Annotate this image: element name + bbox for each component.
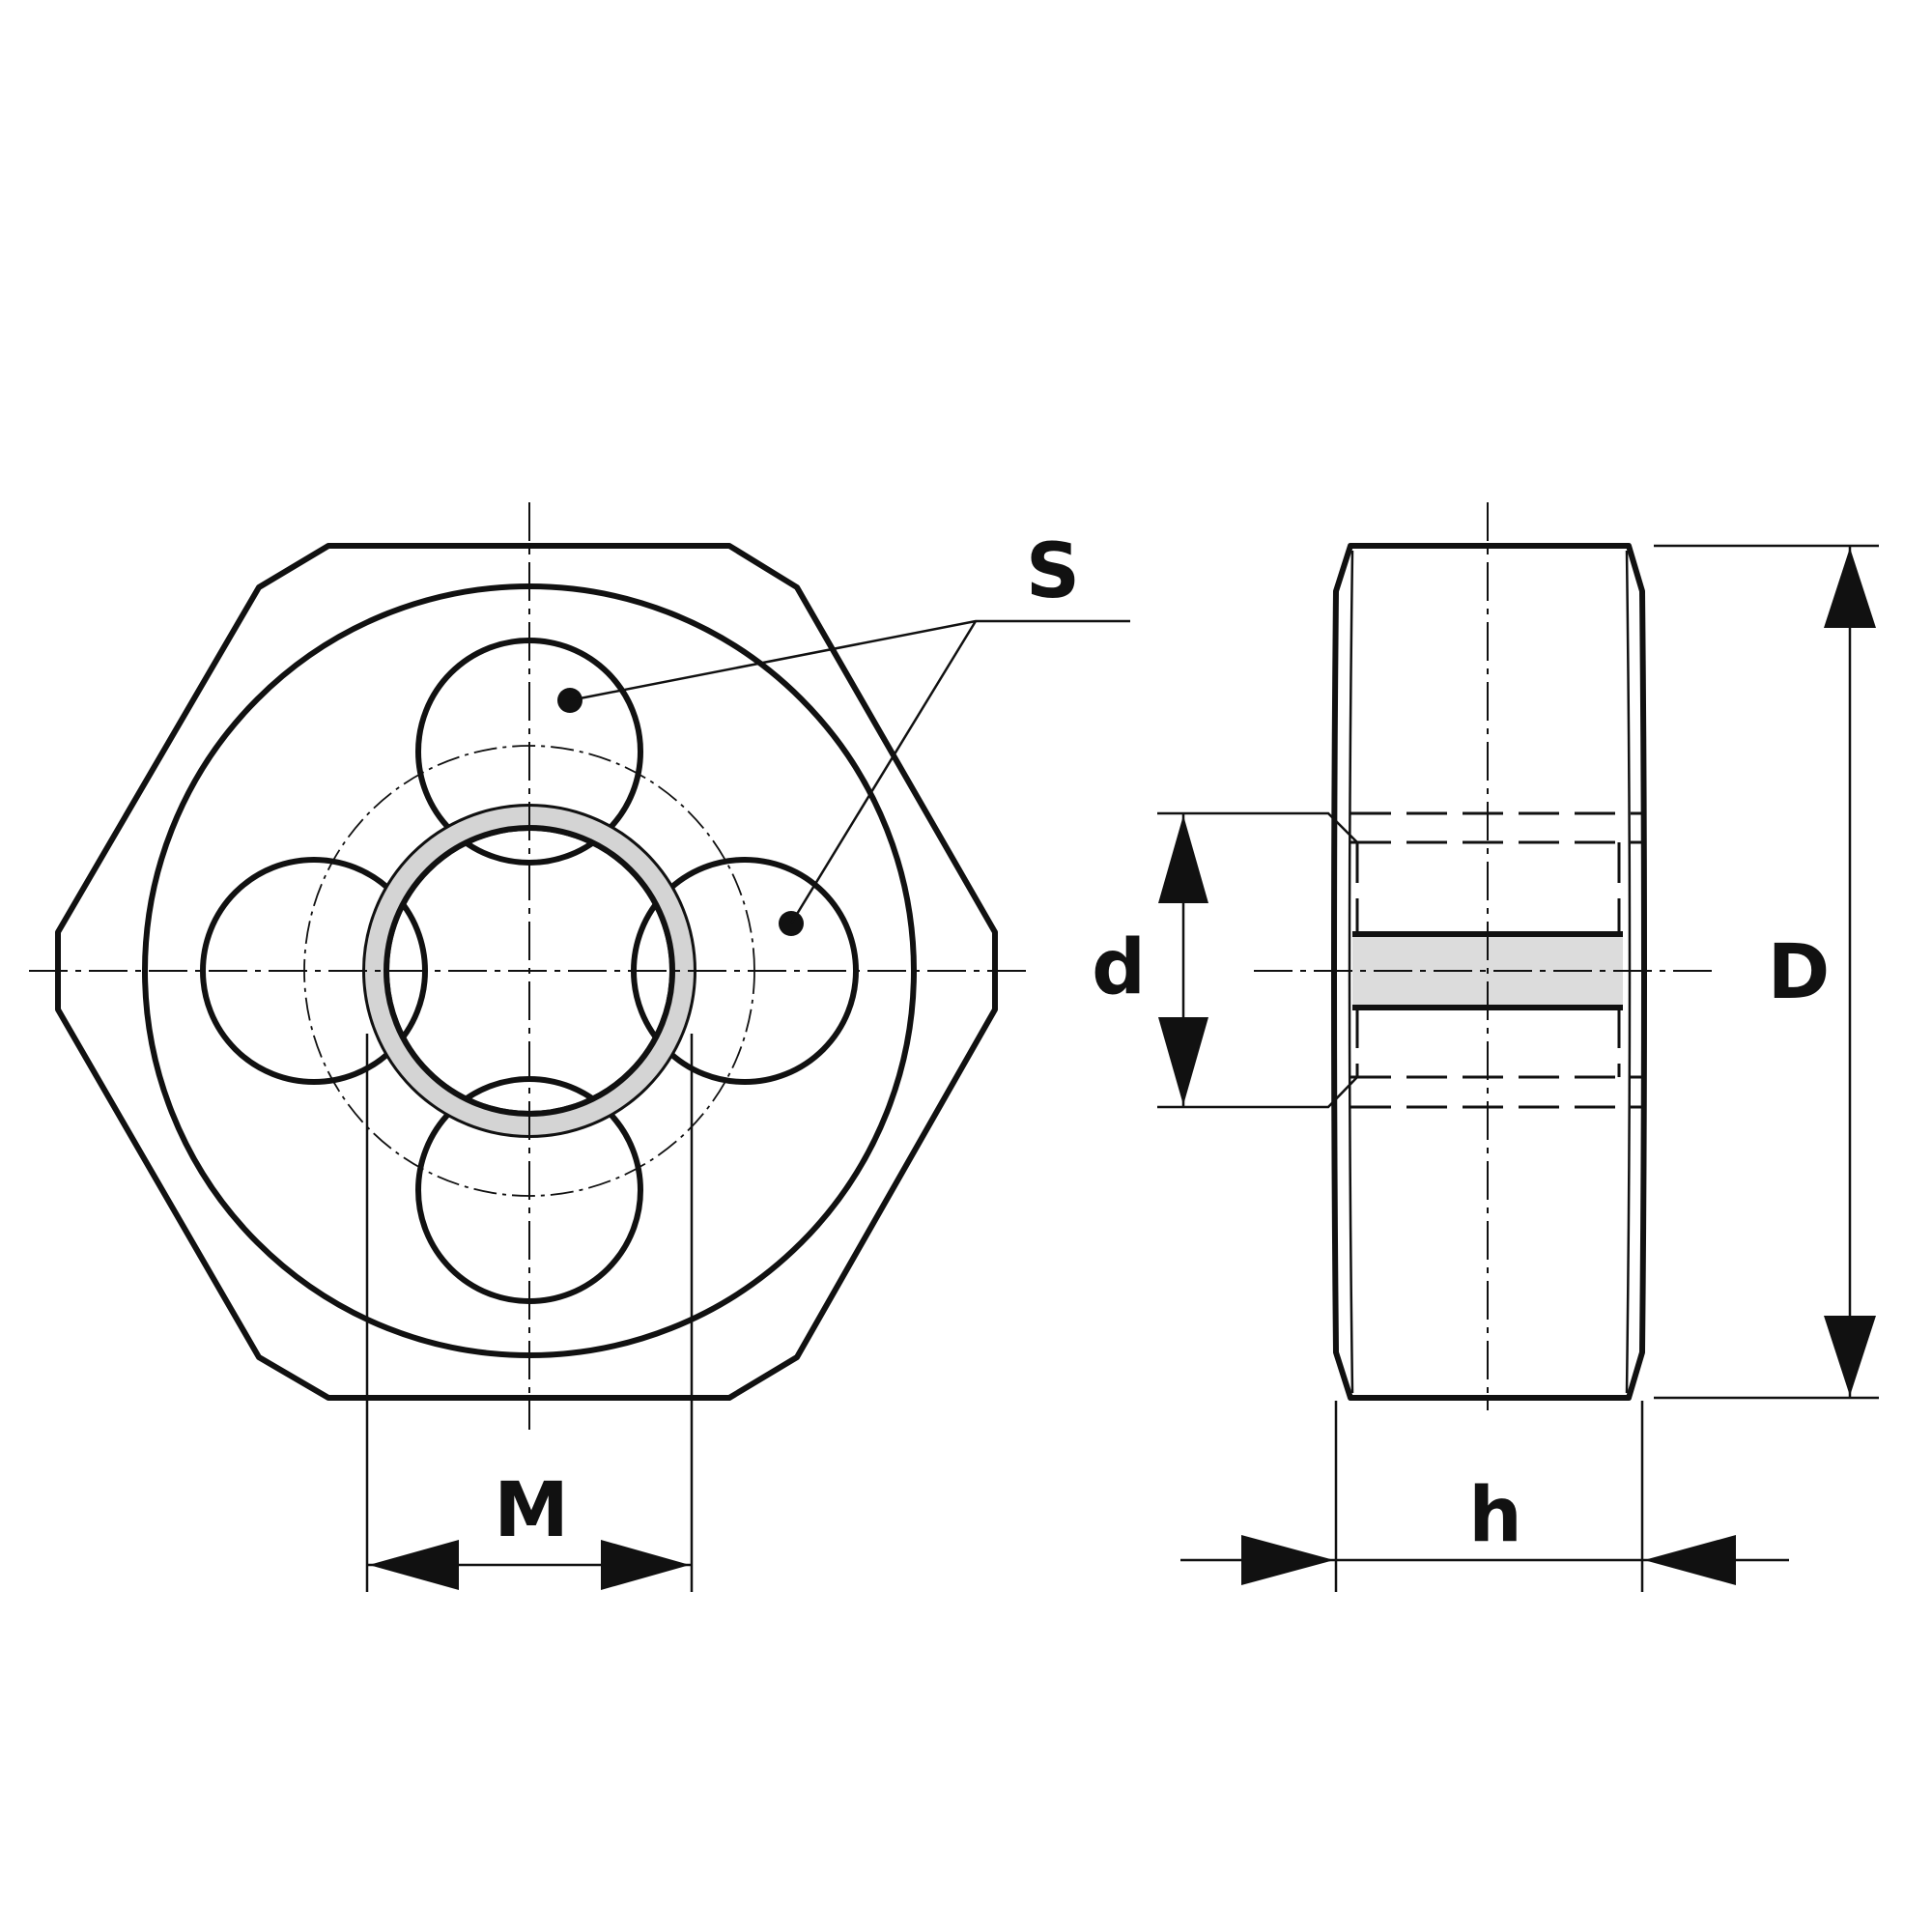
m-arrow-left xyxy=(369,1540,459,1590)
d-arrow-bottom xyxy=(1158,1017,1208,1105)
label-d-small: d xyxy=(1092,924,1146,1011)
hexagon-body xyxy=(55,543,998,1401)
side-view xyxy=(1157,502,1879,1592)
label-s: S xyxy=(1026,528,1080,615)
h-arrow-right xyxy=(1644,1535,1736,1585)
label-m: M xyxy=(494,1467,569,1554)
front-view xyxy=(29,502,1130,1592)
label-d-large: D xyxy=(1768,929,1831,1016)
h-arrow-left xyxy=(1241,1535,1334,1585)
big-d-arrow-bottom xyxy=(1824,1316,1876,1396)
m-arrow-right xyxy=(601,1540,690,1590)
d-arrow-top xyxy=(1158,815,1208,903)
s-leader-line xyxy=(569,619,1130,702)
label-h: h xyxy=(1468,1472,1522,1559)
big-d-arrow-top xyxy=(1824,548,1876,628)
side-body xyxy=(1331,543,1647,1401)
